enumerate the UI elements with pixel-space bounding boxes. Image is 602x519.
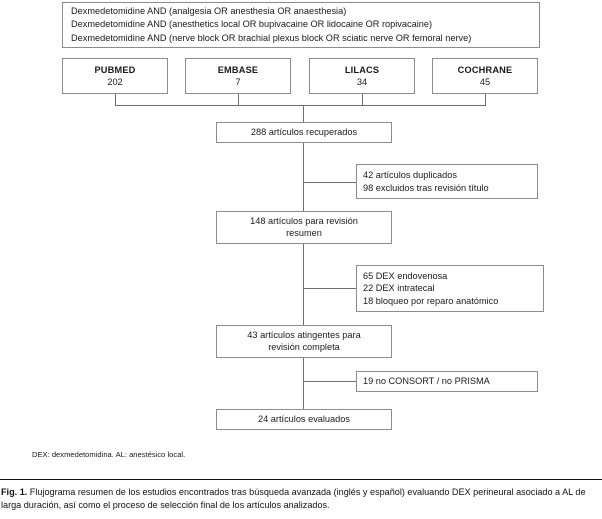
connector-database-bus bbox=[115, 105, 486, 106]
connector-fulltext-to-evaluated bbox=[303, 358, 304, 409]
abstract-review-box: 148 artículos para revisión resumen bbox=[216, 211, 392, 244]
exclusion-2-line-1: 65 DEX endovenosa bbox=[363, 270, 448, 281]
database-box-cochrane: COCHRANE 45 bbox=[432, 58, 538, 94]
database-count-pubmed: 202 bbox=[107, 77, 123, 87]
flowchart-figure: Dexmedetomidine AND (analgesia OR anesth… bbox=[32, 2, 544, 459]
database-box-lilacs: LILACS 34 bbox=[309, 58, 415, 94]
connector-cochrane-stem bbox=[485, 94, 486, 105]
database-box-embase: EMBASE 7 bbox=[185, 58, 291, 94]
search-query-line-2: Dexmedetomidine AND (anesthetics local O… bbox=[71, 19, 433, 30]
exclusion-2-line-3: 18 bloqueo por reparo anatómico bbox=[363, 295, 499, 306]
figure-caption-text: Flujograma resumen de los estudios encon… bbox=[1, 487, 586, 510]
fulltext-review-line-1: 43 artículos atingentes para bbox=[247, 330, 361, 340]
exclusion-box-reporting-standards: 19 no CONSORT / no PRISMA bbox=[356, 371, 538, 392]
figure-caption-label: Fig. 1. bbox=[1, 487, 28, 497]
exclusion-box-administration-route: 65 DEX endovenosa 22 DEX intratecal 18 b… bbox=[356, 265, 544, 312]
connector-branch-to-exclusion-2 bbox=[303, 288, 356, 289]
exclusion-1-line-2: 98 excluidos tras revisión título bbox=[363, 182, 489, 193]
evaluated-articles-label: 24 artículos evaluados bbox=[258, 413, 350, 424]
connector-branch-to-exclusion-3 bbox=[303, 381, 356, 382]
database-box-pubmed: PUBMED 202 bbox=[62, 58, 168, 94]
database-name-embase: EMBASE bbox=[217, 65, 259, 75]
connector-abstract-to-fulltext bbox=[303, 244, 304, 325]
database-name-pubmed: PUBMED bbox=[94, 65, 136, 75]
connector-bus-to-retrieved bbox=[303, 105, 304, 122]
retrieved-articles-box: 288 artículos recuperados bbox=[216, 122, 392, 143]
database-count-lilacs: 34 bbox=[356, 77, 368, 87]
exclusion-box-duplicates-and-title: 42 artículos duplicados 98 excluidos tra… bbox=[356, 164, 538, 199]
connector-embase-stem bbox=[238, 94, 239, 105]
exclusion-2-line-2: 22 DEX intratecal bbox=[363, 283, 435, 294]
search-query-line-3: Dexmedetomidine AND (nerve block OR brac… bbox=[71, 32, 472, 43]
abstract-review-line-2: resumen bbox=[286, 227, 322, 238]
fulltext-review-box: 43 artículos atingentes para revisión co… bbox=[216, 325, 392, 358]
caption-divider bbox=[0, 479, 602, 481]
connector-retrieved-to-abstract bbox=[303, 143, 304, 211]
search-query-line-1: Dexmedetomidine AND (analgesia OR anesth… bbox=[71, 6, 347, 17]
database-name-cochrane: COCHRANE bbox=[457, 65, 513, 75]
connector-lilacs-stem bbox=[362, 94, 363, 105]
exclusion-1-line-1: 42 artículos duplicados bbox=[363, 170, 457, 180]
figure-caption: Fig. 1. Flujograma resumen de los estudi… bbox=[1, 486, 601, 511]
retrieved-articles-label: 288 artículos recuperados bbox=[250, 126, 358, 137]
database-count-cochrane: 45 bbox=[479, 77, 491, 87]
evaluated-articles-box: 24 artículos evaluados bbox=[216, 409, 392, 430]
database-count-embase: 7 bbox=[235, 77, 241, 87]
connector-branch-to-exclusion-1 bbox=[303, 182, 356, 183]
abstract-review-line-1: 148 artículos para revisión bbox=[250, 216, 358, 226]
database-name-lilacs: LILACS bbox=[344, 65, 380, 75]
fulltext-review-line-2: revisión completa bbox=[268, 341, 340, 352]
search-query-box: Dexmedetomidine AND (analgesia OR anesth… bbox=[62, 2, 540, 48]
exclusion-3-line-1: 19 no CONSORT / no PRISMA bbox=[363, 375, 490, 386]
connector-pubmed-stem bbox=[115, 94, 116, 105]
abbreviations-footnote: DEX: dexmedetomidina. AL: anestésico loc… bbox=[32, 450, 186, 459]
